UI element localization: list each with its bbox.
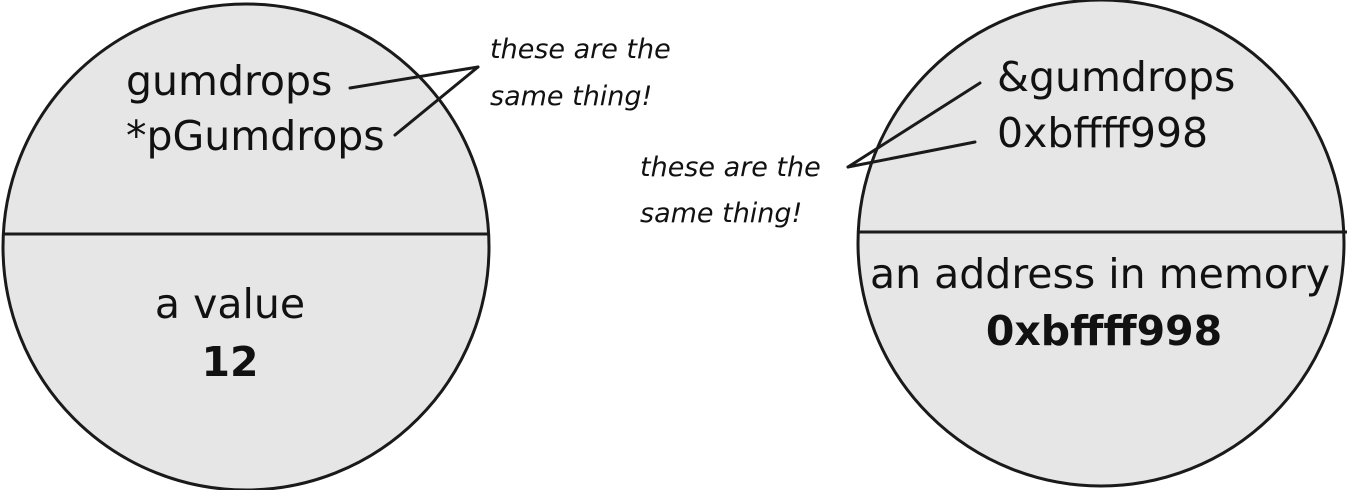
name-address-of-gumdrops: &gumdrops: [997, 53, 1235, 101]
pointer-line-left-lower: [393, 65, 480, 137]
note-left-line-1: these are the: [490, 34, 671, 65]
name-gumdrops: gumdrops: [126, 57, 332, 105]
note-left-line-2: same thing!: [490, 81, 652, 112]
address-label: an address in memory: [870, 250, 1330, 298]
address-value: 0xbffff998: [986, 307, 1222, 355]
pointer-line-right-upper: [846, 81, 982, 169]
value-number: 12: [201, 338, 258, 386]
address-literal: 0xbffff998: [997, 109, 1208, 157]
note-right-line-2: same thing!: [640, 198, 802, 229]
value-label: a value: [155, 280, 305, 328]
circle-outline-left: [1, 2, 491, 490]
pointer-line-right-lower: [846, 140, 977, 169]
pointer-line-left-upper: [348, 65, 480, 90]
note-right-line-1: these are the: [640, 152, 821, 183]
name-pgumdrops-deref: *pGumdrops: [126, 112, 385, 160]
pointer-circle-right: &gumdrops 0xbffff998 an address in memor…: [856, 0, 1347, 488]
variable-circle-left: gumdrops *pGumdrops a value 12: [1, 2, 491, 490]
circle-outline-right: [856, 0, 1346, 488]
